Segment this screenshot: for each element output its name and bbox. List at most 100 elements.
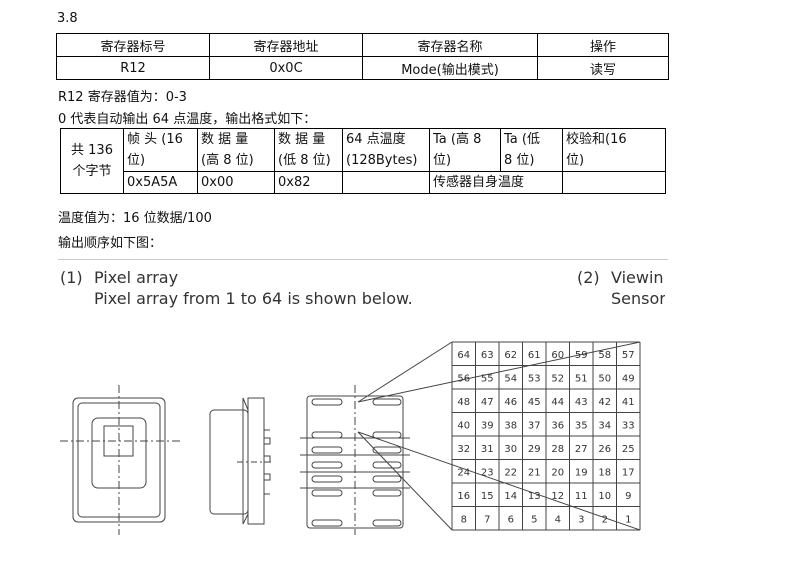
table-cell: 读写 (537, 56, 669, 80)
total-bytes-line1: 共 136 (71, 143, 113, 158)
pixel-number: 6 (508, 514, 514, 525)
table-cell (562, 171, 666, 194)
pixel-number: 43 (575, 397, 588, 408)
pixel-number: 18 (598, 467, 611, 478)
pixel-number: 21 (528, 467, 541, 478)
pixel-number: 34 (598, 420, 611, 431)
pixel-number: 25 (622, 444, 635, 455)
header-line: 校验和(16 (566, 132, 627, 147)
header-cell: 校验和(16 位) (562, 128, 666, 172)
format-table-values: 0x5A5A 0x00 0x82 传感器自身温度 (61, 171, 666, 194)
pixel-number: 30 (504, 444, 517, 455)
pixel-number: 37 (528, 420, 541, 431)
pixel-number: 12 (551, 491, 564, 502)
pixel-number: 53 (528, 373, 541, 384)
pixel-number: 14 (504, 491, 517, 502)
pixel-number: 13 (528, 491, 541, 502)
pixel-number: 31 (481, 444, 494, 455)
register-value-text: R12 寄存器值为：0-3 (58, 90, 187, 105)
pixel-number: 10 (598, 491, 611, 502)
pixel-number: 28 (551, 444, 564, 455)
header-line: 数 据 量 (201, 132, 249, 147)
figure-label-1-title: Pixel array (94, 268, 179, 287)
header-line: (高 8 位) (201, 153, 254, 168)
header-line: 位) (127, 153, 146, 168)
pixel-number: 60 (551, 350, 564, 361)
header-line: 数 据 量 (278, 132, 326, 147)
header-line: 帧 头 (16 (127, 132, 183, 147)
header-line: Ta (低 (504, 132, 540, 147)
pixel-number: 22 (504, 467, 517, 478)
figure-label-2-description: Sensor (611, 289, 665, 308)
pixel-number: 47 (481, 397, 494, 408)
header-line: 64 点温度 (346, 132, 406, 147)
pixel-number: 64 (457, 350, 470, 361)
pixel-number: 50 (598, 373, 611, 384)
header-line: Ta (高 8 (433, 132, 482, 147)
pixel-number: 1 (625, 514, 631, 525)
pixel-number: 51 (575, 373, 588, 384)
total-bytes-line2: 个字节 (72, 164, 112, 179)
format-table: 共 136 个字节 帧 头 (16 位) 数 据 量 (高 8 位) 数 据 量 (低… (60, 128, 666, 194)
pixel-number: 63 (481, 350, 494, 361)
temperature-value-text: 温度值为：16 位数据/100 (58, 211, 212, 226)
pixel-number: 11 (575, 491, 588, 502)
pixel-number: 56 (457, 373, 470, 384)
pixel-number: 61 (528, 350, 541, 361)
figure-label-1-number: (1) (60, 268, 83, 287)
header-line: (低 8 位) (278, 153, 331, 168)
table-cell: Mode(输出模式) (362, 56, 538, 80)
header-line: 位) (566, 153, 585, 168)
pixel-number: 41 (622, 397, 635, 408)
header-cell: 数 据 量 (高 8 位) (197, 128, 275, 172)
pixel-number: 17 (622, 467, 635, 478)
header-cell: 寄存器名称 (362, 33, 538, 57)
pixel-number: 4 (555, 514, 561, 525)
table-cell: 传感器自身温度 (429, 171, 563, 194)
sensor-front-view (60, 385, 180, 535)
pixel-number: 9 (625, 491, 631, 502)
sensor-side-view (209, 397, 272, 525)
register-table: 寄存器标号 寄存器地址 寄存器名称 操作 R12 0x0C Mode(输出模式)… (56, 33, 669, 80)
pixel-number: 45 (528, 397, 541, 408)
pixel-number: 62 (504, 350, 517, 361)
header-line: 位) (433, 153, 452, 168)
total-bytes-cell: 共 136 个字节 (60, 128, 124, 194)
pixel-number: 19 (575, 467, 588, 478)
table-cell: 0x82 (274, 171, 343, 194)
pixel-number: 27 (575, 444, 588, 455)
pixel-number: 52 (551, 373, 564, 384)
figure-label-2-clip: (2) Viewin Sensor (576, 266, 665, 312)
pixel-number: 59 (575, 350, 588, 361)
pixel-number: 3 (578, 514, 584, 525)
pixel-number: 2 (602, 514, 608, 525)
pixel-number: 42 (598, 397, 611, 408)
figure-label-1-description: Pixel array from 1 to 64 is shown below. (94, 289, 413, 308)
pixel-number: 48 (457, 397, 470, 408)
output-format-text: 0 代表自动输出 64 点温度，输出格式如下： (58, 112, 317, 127)
pixel-number: 23 (481, 467, 494, 478)
figure-label-2-number: (2) (577, 268, 600, 287)
pixel-number: 44 (551, 397, 564, 408)
pixel-grid-lines (451, 341, 641, 531)
pixel-number: 40 (457, 420, 470, 431)
pixel-number: 20 (551, 467, 564, 478)
table-cell: 0x0C (209, 56, 363, 80)
pixel-number: 46 (504, 397, 517, 408)
register-table-header: 寄存器标号 寄存器地址 寄存器名称 操作 (56, 33, 669, 57)
pixel-number: 36 (551, 420, 564, 431)
pixel-number: 38 (504, 420, 517, 431)
pixel-number: 15 (481, 491, 494, 502)
section-number: 3.8 (57, 11, 78, 26)
pixel-number: 5 (531, 514, 537, 525)
divider (58, 259, 668, 260)
pixel-number: 54 (504, 373, 517, 384)
pixel-number: 32 (457, 444, 470, 455)
pixel-number: 39 (481, 420, 494, 431)
pixel-number: 49 (622, 373, 635, 384)
table-cell: 0x5A5A (123, 171, 198, 194)
output-order-text: 输出顺序如下图： (58, 236, 163, 251)
format-table-header: 共 136 个字节 帧 头 (16 位) 数 据 量 (高 8 位) 数 据 量 (低… (60, 128, 666, 194)
